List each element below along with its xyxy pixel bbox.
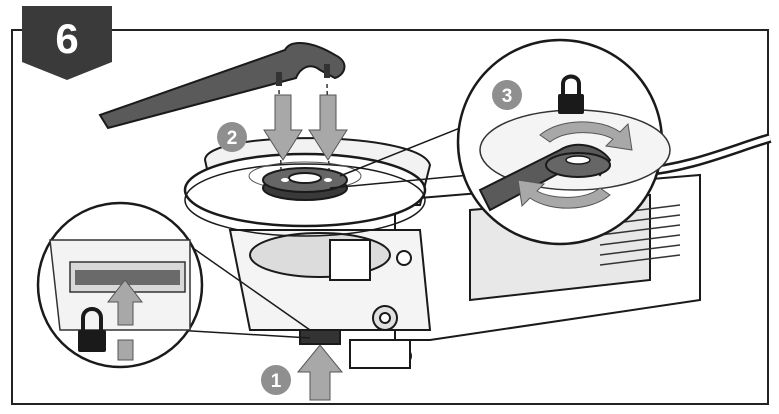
arrow-down-icon bbox=[263, 94, 303, 161]
svg-text:2: 2 bbox=[227, 128, 238, 149]
callout-2: 2 bbox=[217, 122, 247, 152]
step-number: 6 bbox=[55, 15, 78, 62]
flange-nut bbox=[262, 167, 348, 201]
svg-text:3: 3 bbox=[502, 86, 513, 107]
rotate-icon bbox=[539, 121, 633, 151]
rotate-icon bbox=[517, 179, 611, 209]
lock-icon bbox=[78, 307, 106, 352]
callout-3: 3 bbox=[492, 80, 522, 110]
diagram-frame bbox=[11, 29, 769, 405]
lock-icon bbox=[558, 74, 584, 114]
callout-1: 1 bbox=[261, 365, 291, 395]
arrow-down-icon bbox=[308, 94, 348, 161]
step-badge: 6 bbox=[22, 6, 112, 80]
spindle-lock-magnifier bbox=[36, 201, 204, 369]
svg-text:1: 1 bbox=[271, 371, 282, 392]
arrow-up-icon bbox=[296, 344, 344, 401]
